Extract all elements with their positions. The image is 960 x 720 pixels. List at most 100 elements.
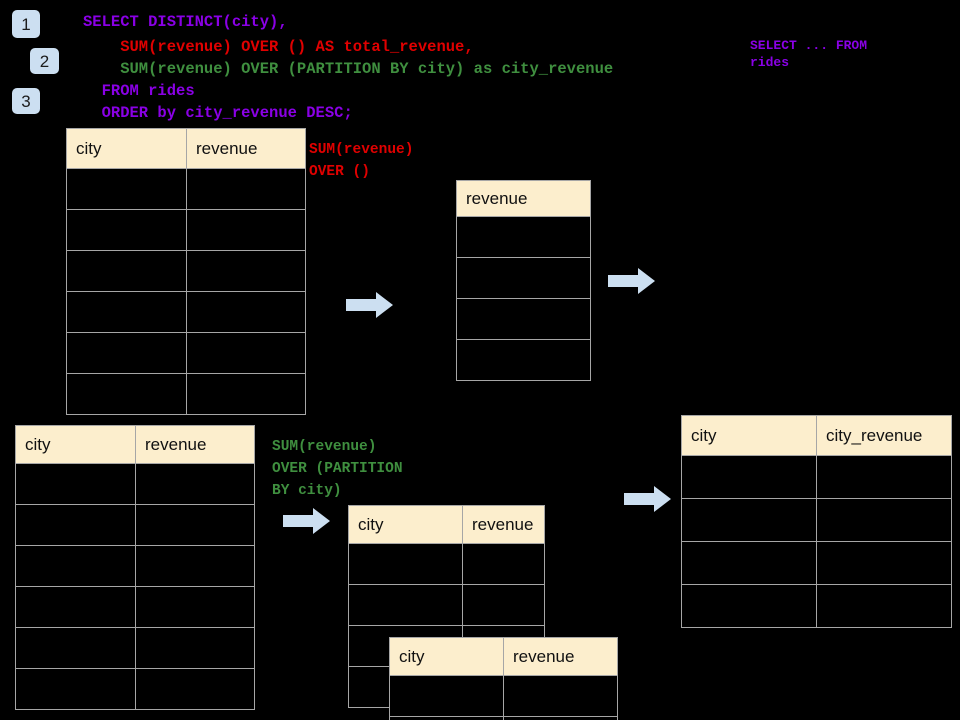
cell-revenue [456, 298, 591, 340]
cell-city [66, 291, 187, 333]
cell-city [15, 668, 136, 710]
table-header-row: city revenue [15, 425, 255, 464]
table-row [681, 455, 952, 499]
column-header-revenue: revenue [186, 128, 306, 169]
table-source-top: city revenue [66, 128, 306, 415]
cell-revenue [462, 584, 545, 626]
cell-city [681, 541, 817, 585]
table-row [15, 586, 255, 628]
table-row [66, 250, 306, 292]
table-row [66, 291, 306, 333]
table-row [66, 373, 306, 415]
right-arrow-icon [608, 266, 656, 296]
cell-city [681, 455, 817, 499]
cell-revenue [135, 545, 255, 587]
cell-city-revenue [816, 498, 952, 542]
sql-line-order-by: ORDER by city_revenue DESC; [83, 104, 353, 122]
cell-revenue [186, 168, 306, 210]
step-badge-2: 2 [30, 48, 59, 74]
cell-city-revenue [816, 455, 952, 499]
column-header-revenue: revenue [462, 505, 545, 544]
cell-city [348, 543, 463, 585]
cell-city [15, 627, 136, 669]
cell-revenue [186, 209, 306, 251]
cell-revenue [135, 463, 255, 505]
table-row [15, 504, 255, 546]
cell-revenue [186, 332, 306, 374]
cell-revenue [135, 627, 255, 669]
table-source-bottom: city revenue [15, 425, 255, 710]
cell-city [348, 584, 463, 626]
table-row [348, 584, 545, 626]
step-badge-1: 1 [12, 10, 40, 38]
table-header-row: city revenue [66, 128, 306, 169]
column-header-city: city [66, 128, 187, 169]
cell-city [66, 373, 187, 415]
sql-line-city-revenue: SUM(revenue) OVER (PARTITION BY city) as… [83, 60, 614, 78]
cell-revenue [186, 291, 306, 333]
annotation-select-from: SELECT ... FROM rides [750, 38, 868, 70]
column-header-city: city [681, 415, 817, 456]
cell-city-revenue [816, 541, 952, 585]
table-row [66, 332, 306, 374]
table-row [681, 498, 952, 542]
step-badge-2-label: 2 [39, 51, 50, 71]
sql-line-total-revenue: SUM(revenue) OVER () AS total_revenue, [83, 38, 474, 56]
cell-city [15, 586, 136, 628]
table-row [15, 463, 255, 505]
table-row [66, 209, 306, 251]
cell-revenue [456, 339, 591, 381]
step-badge-3-label: 3 [21, 91, 31, 111]
cell-city [389, 716, 504, 720]
table-row [15, 545, 255, 587]
cell-revenue [503, 716, 618, 720]
right-arrow-icon [346, 290, 394, 320]
column-header-city: city [389, 637, 504, 676]
table-row [15, 627, 255, 669]
table-header-row: city city_revenue [681, 415, 952, 456]
sql-line-from: FROM rides [83, 82, 195, 100]
table-row [456, 216, 591, 258]
table-row [389, 675, 618, 717]
column-header-city: city [348, 505, 463, 544]
cell-revenue [135, 586, 255, 628]
cell-city-revenue [816, 584, 952, 628]
column-header-city-revenue: city_revenue [816, 415, 952, 456]
step-badge-1-label: 1 [21, 14, 31, 34]
cell-revenue [135, 668, 255, 710]
table-row [456, 339, 591, 381]
column-header-revenue: revenue [456, 180, 591, 217]
table-row [15, 668, 255, 710]
table-row [681, 541, 952, 585]
cell-city [389, 675, 504, 717]
table-row [456, 257, 591, 299]
cell-revenue [186, 250, 306, 292]
cell-city [66, 209, 187, 251]
cell-city [15, 504, 136, 546]
column-header-city: city [15, 425, 136, 464]
table-total-revenue: revenue [456, 180, 591, 381]
table-row [456, 298, 591, 340]
cell-city [15, 545, 136, 587]
cell-revenue [186, 373, 306, 415]
column-header-revenue: revenue [135, 425, 255, 464]
annotation-sum-over-partition: SUM(revenue) OVER (PARTITION BY city) [272, 439, 403, 500]
step-badge-3: 3 [12, 88, 40, 114]
cell-revenue [503, 675, 618, 717]
cell-revenue [456, 257, 591, 299]
cell-city [66, 250, 187, 292]
cell-city [15, 463, 136, 505]
right-arrow-icon [283, 506, 331, 536]
table-row [389, 716, 618, 720]
cell-revenue [135, 504, 255, 546]
table-result: city city_revenue [681, 415, 952, 628]
table-header-row: revenue [456, 180, 591, 217]
right-arrow-icon [624, 484, 672, 514]
cell-revenue [462, 543, 545, 585]
cell-city [66, 332, 187, 374]
sql-line-select: SELECT DISTINCT(city), [83, 13, 288, 31]
table-partition-group-b: city revenue [389, 637, 618, 720]
table-row [681, 584, 952, 628]
table-header-row: city revenue [389, 637, 618, 676]
